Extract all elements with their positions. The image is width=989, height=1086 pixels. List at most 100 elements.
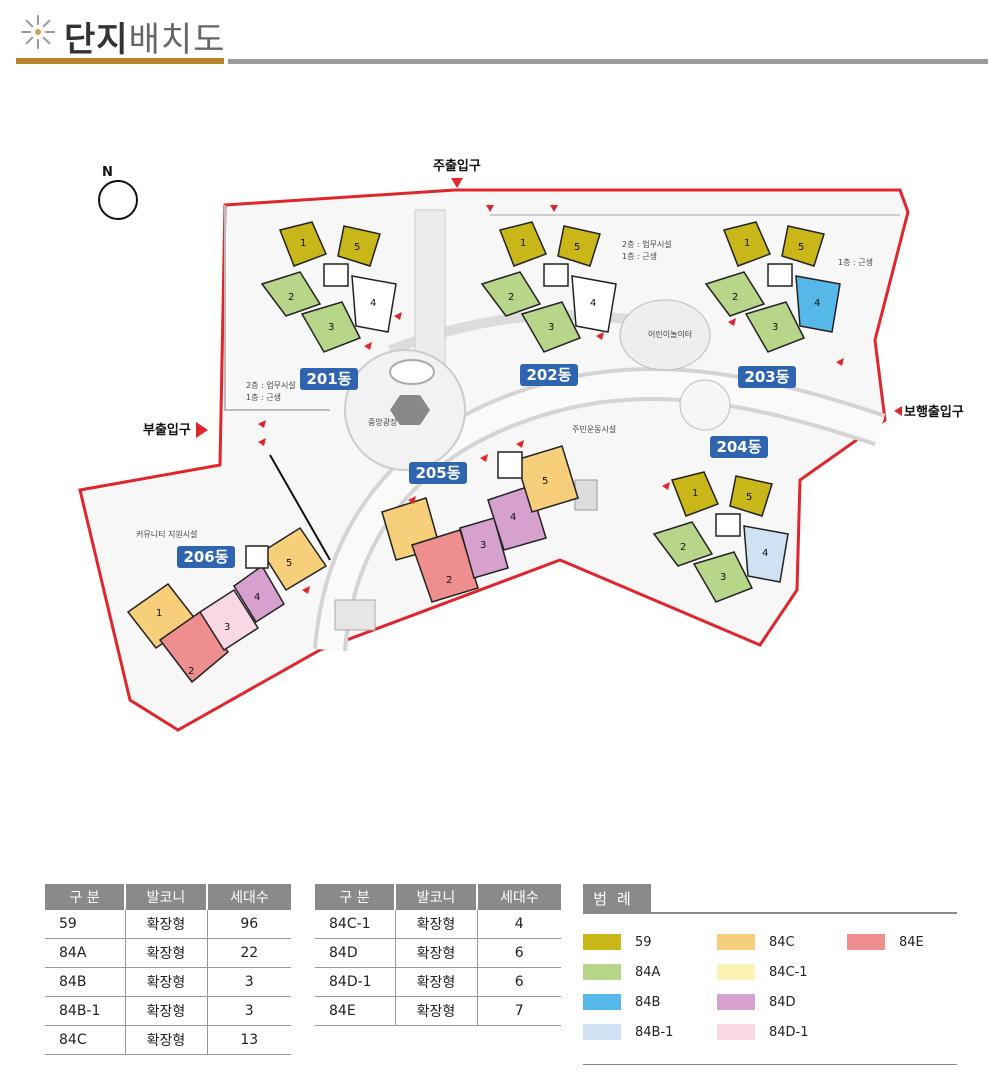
legend-item: 84D (717, 994, 796, 1010)
page-title: 단지배치도 (64, 20, 226, 60)
svg-text:3: 3 (480, 540, 486, 551)
svg-text:1: 1 (156, 608, 162, 619)
label-202: 202동 (526, 366, 571, 384)
title-underline-gold (16, 58, 224, 64)
col-header-balcony: 발코니 (394, 884, 477, 910)
north-compass-icon: N (98, 165, 138, 220)
note-203-1f: 1층 : 근생 (838, 257, 873, 267)
legend-title: 범례 (583, 884, 651, 914)
building-block-205: 2 3 4 5 (381, 445, 579, 603)
court (334, 599, 376, 631)
legend-item: 59 (583, 934, 652, 950)
pavilion (390, 395, 430, 425)
svg-text:1: 1 (744, 238, 750, 249)
svg-text:3: 3 (548, 322, 554, 333)
gate-pedestrian-label: 보행출입구 (904, 404, 964, 420)
label-205: 205동 (415, 464, 460, 482)
svg-text:2: 2 (508, 292, 514, 303)
col-header-count: 세대수 (206, 884, 291, 910)
legend-swatch (583, 934, 621, 950)
gate-side-arrow (196, 422, 208, 438)
building-cluster-204: 1 5 2 3 4 (652, 471, 789, 603)
svg-text:5: 5 (746, 492, 752, 503)
building-cluster-203: 1 5 2 3 4 (704, 221, 841, 353)
col-header-count: 세대수 (476, 884, 561, 910)
legend-item: 84C (717, 934, 795, 950)
label-201: 201동 (306, 370, 351, 388)
svg-text:3: 3 (772, 322, 778, 333)
svg-text:2: 2 (288, 292, 294, 303)
legend-swatch (583, 994, 621, 1010)
legend-swatch (847, 934, 885, 950)
svg-text:3: 3 (224, 622, 230, 633)
svg-text:5: 5 (286, 558, 292, 569)
svg-text:1: 1 (692, 488, 698, 499)
gate-main-label: 주출입구 (433, 158, 481, 174)
note-202-2f: 2층 : 업무시설 (622, 239, 672, 249)
svg-text:5: 5 (574, 242, 580, 253)
gate-pedestrian-arrow (894, 406, 902, 416)
note-plaza: 중앙광장 (368, 417, 398, 427)
legend: 범례 59 84A 84B 84B-1 84C 84C-1 84D 84D-1 84E (583, 884, 957, 1068)
svg-text:4: 4 (762, 548, 768, 559)
site-plan: 1 5 2 3 4 1 5 2 3 4 1 5 2 3 4 (78, 158, 964, 732)
col-header-type: 구 분 (315, 884, 395, 910)
note-community: 커뮤니티 지원시설 (136, 529, 197, 539)
svg-text:4: 4 (590, 298, 596, 309)
svg-text:4: 4 (814, 298, 820, 309)
sunburst-icon (21, 15, 55, 49)
note-201-2f: 2층 : 업무시설 (246, 380, 296, 390)
legend-item: 84C-1 (717, 964, 808, 980)
svg-text:4: 4 (370, 298, 376, 309)
building-cluster-202: 1 5 2 3 4 (480, 221, 617, 353)
playground (619, 299, 711, 371)
label-206: 206동 (183, 548, 228, 566)
legend-swatch (717, 934, 755, 950)
title-underline-grey (228, 59, 988, 64)
legend-label: 84B-1 (635, 1024, 674, 1040)
svg-text:5: 5 (542, 476, 548, 487)
building-cluster-201: 1 5 2 3 4 (260, 221, 397, 353)
note-playground: 어린이놀이터 (648, 329, 692, 339)
legend-label: 84D-1 (769, 1024, 809, 1040)
gate-side-label: 부출입구 (143, 422, 191, 438)
svg-text:2: 2 (188, 666, 194, 677)
svg-text:4: 4 (510, 512, 516, 523)
gate-main-arrow (451, 178, 463, 188)
legend-label: 84D (769, 994, 796, 1010)
note-202-1f: 1층 : 근생 (622, 251, 657, 261)
legend-label: 84C-1 (769, 964, 808, 980)
page-header: 단지배치도 (16, 8, 988, 66)
svg-text:1: 1 (520, 238, 526, 249)
legend-swatch (717, 1024, 755, 1040)
legend-swatch (717, 964, 755, 980)
legend-swatch (717, 994, 755, 1010)
building-block-206: 1 2 3 4 5 (126, 526, 328, 684)
legend-item: 84A (583, 964, 660, 980)
note-fitness: 주민운동시설 (572, 424, 616, 434)
svg-text:2: 2 (680, 542, 686, 553)
svg-text:N: N (102, 165, 113, 180)
legend-label: 84A (635, 964, 661, 980)
legend-swatch (583, 1024, 621, 1040)
legend-swatch (583, 964, 621, 980)
legend-label: 59 (635, 934, 652, 950)
note-201-1f: 1층 : 근생 (246, 392, 281, 402)
legend-label: 84B (635, 994, 661, 1010)
svg-text:3: 3 (328, 322, 334, 333)
svg-text:1: 1 (300, 238, 306, 249)
legend-label: 84E (899, 934, 924, 950)
svg-text:5: 5 (354, 242, 360, 253)
col-header-balcony: 발코니 (124, 884, 207, 910)
svg-text:2: 2 (446, 575, 452, 586)
svg-text:2: 2 (732, 292, 738, 303)
